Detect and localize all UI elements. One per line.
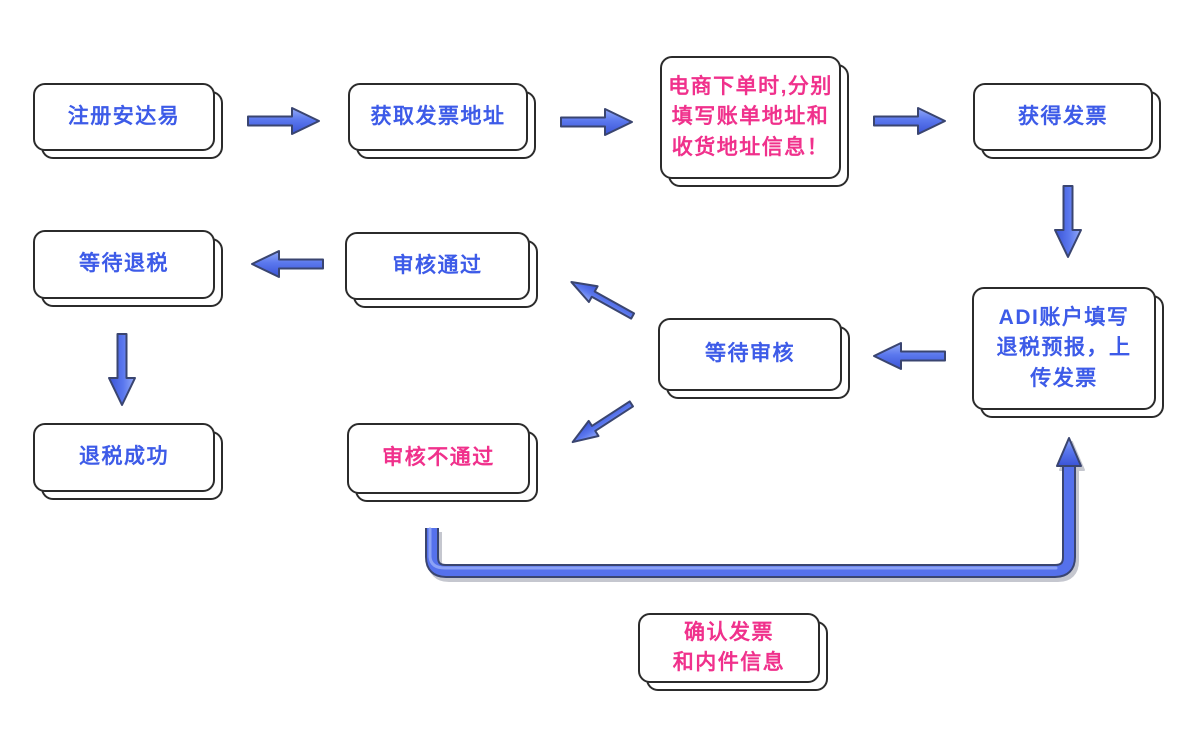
node-register: 注册安达易 <box>33 83 215 151</box>
node-wait-review: 等待审核 <box>658 318 842 391</box>
node-get-invoice-address-label: 获取发票地址 <box>370 104 506 128</box>
node-adi-account-upload: ADI账户填写 退税预报，上 传发票 <box>972 287 1156 410</box>
node-confirm-invoice-contents: 确认发票 和内件信息 <box>638 613 820 683</box>
arrow-diagonal-wait-review-to-passed-icon <box>570 281 636 320</box>
node-review-rejected-label: 审核不通过 <box>382 446 495 470</box>
node-get-invoice-address: 获取发票地址 <box>348 83 528 151</box>
node-refund-success-label: 退税成功 <box>79 445 169 469</box>
node-review-passed: 审核通过 <box>345 232 530 300</box>
node-adi-account-upload-label: ADI账户填写 退税预报，上 传发票 <box>996 305 1132 390</box>
node-wait-review-label: 等待审核 <box>705 342 795 366</box>
arrow-down-wait-refund-to-success-icon <box>108 333 136 406</box>
node-order-fill-address: 电商下单时,分别 填写账单地址和 收货地址信息！ <box>660 56 841 179</box>
node-receive-invoice: 获得发票 <box>973 83 1153 151</box>
arrow-elbow-rejected-to-adi-icon <box>425 437 1082 578</box>
node-wait-refund-label: 等待退税 <box>79 252 169 276</box>
arrow-down-invoice-to-adi-icon <box>1054 185 1082 258</box>
node-order-fill-address-label: 电商下单时,分别 填写账单地址和 收货地址信息！ <box>668 74 833 159</box>
node-receive-invoice-label: 获得发票 <box>1018 104 1108 128</box>
arrow-left-adi-to-wait-review-icon <box>873 342 946 370</box>
arrow-right-address-to-order-icon <box>560 108 633 136</box>
node-wait-refund: 等待退税 <box>33 230 215 299</box>
node-review-passed-label: 审核通过 <box>392 253 483 277</box>
node-register-label: 注册安达易 <box>67 104 181 128</box>
node-refund-success: 退税成功 <box>33 423 215 492</box>
arrow-right-order-to-invoice-icon <box>873 107 946 135</box>
arrow-left-passed-to-wait-refund-icon <box>251 250 324 278</box>
arrow-right-register-to-address-icon <box>247 107 320 135</box>
node-confirm-invoice-contents-label: 确认发票 和内件信息 <box>672 620 786 674</box>
arrow-diagonal-wait-review-to-rejected-icon <box>571 400 634 444</box>
node-review-rejected: 审核不通过 <box>347 423 530 494</box>
